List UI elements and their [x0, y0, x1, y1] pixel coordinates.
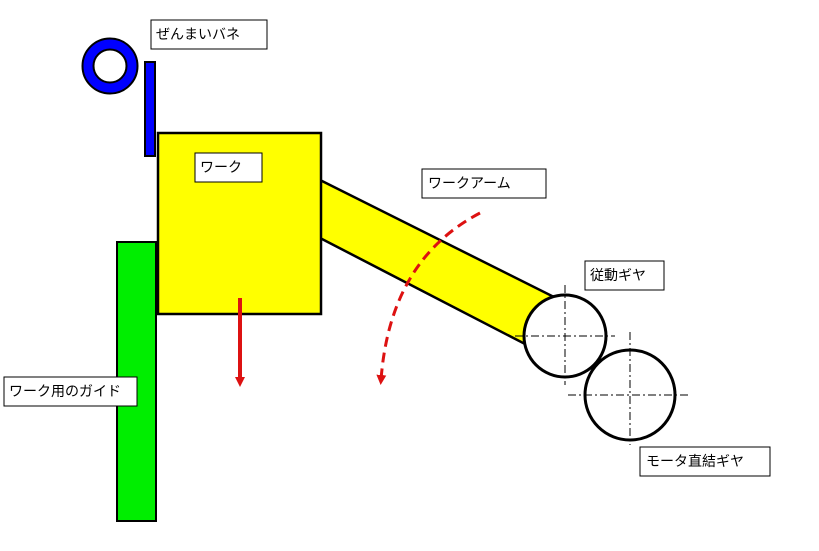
spring-tail [144, 61, 156, 157]
label-work-arm: ワークアーム [421, 168, 547, 199]
label-work-guide: ワーク用のガイド [3, 376, 138, 407]
rotation-arrow [376, 211, 481, 385]
spring-coil-fill [83, 39, 137, 93]
work-arm [318, 177, 554, 346]
spiral-spring [81, 37, 156, 157]
label-work-arm-text: ワークアーム [428, 176, 511, 192]
label-driven-gear: 従動ギヤ [584, 260, 665, 291]
label-motor-gear: モータ直結ギヤ [639, 446, 771, 477]
label-work: ワーク [194, 152, 263, 183]
driven-gear [515, 285, 615, 385]
label-work-text: ワーク [200, 160, 242, 176]
label-spring-text: ぜんまいバネ [156, 27, 240, 43]
label-spring: ぜんまいバネ [150, 19, 268, 50]
label-driven-gear-text: 従動ギヤ [590, 268, 646, 284]
motor-gear [568, 332, 690, 445]
label-motor-gear-text: モータ直結ギヤ [646, 453, 744, 470]
label-work-guide-text: ワーク用のガイド [9, 384, 121, 400]
motor-gear-circle [583, 348, 677, 442]
